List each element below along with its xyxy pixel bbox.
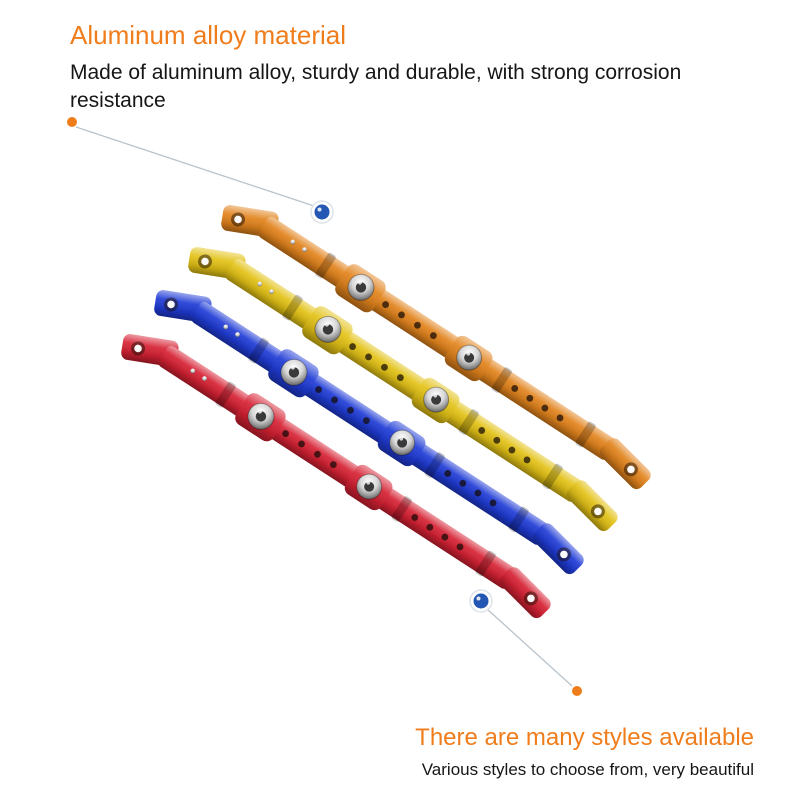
callout-bottom-marker-dot [469, 589, 493, 613]
callout-bottom-description: Various styles to choose from, very beau… [421, 760, 754, 779]
product-bars [110, 184, 663, 630]
crossbar-gold [177, 226, 630, 543]
crossbar-blue [143, 269, 596, 586]
callout-bottom-origin-dot [572, 686, 582, 696]
callout-top-description: Made of aluminum alloy, sturdy and durab… [70, 61, 682, 113]
callout-top-line [75, 126, 315, 207]
callout-bottom-title: There are many styles available [415, 724, 754, 751]
callout-top: Aluminum alloy material Made of aluminum… [70, 20, 782, 116]
callout-top-marker-dot [310, 200, 334, 224]
callout-top-origin-dot [67, 117, 77, 127]
callout-top-title: Aluminum alloy material [70, 20, 346, 50]
callout-bottom: There are many styles available Various … [415, 724, 754, 780]
callout-bottom-line [486, 608, 573, 687]
